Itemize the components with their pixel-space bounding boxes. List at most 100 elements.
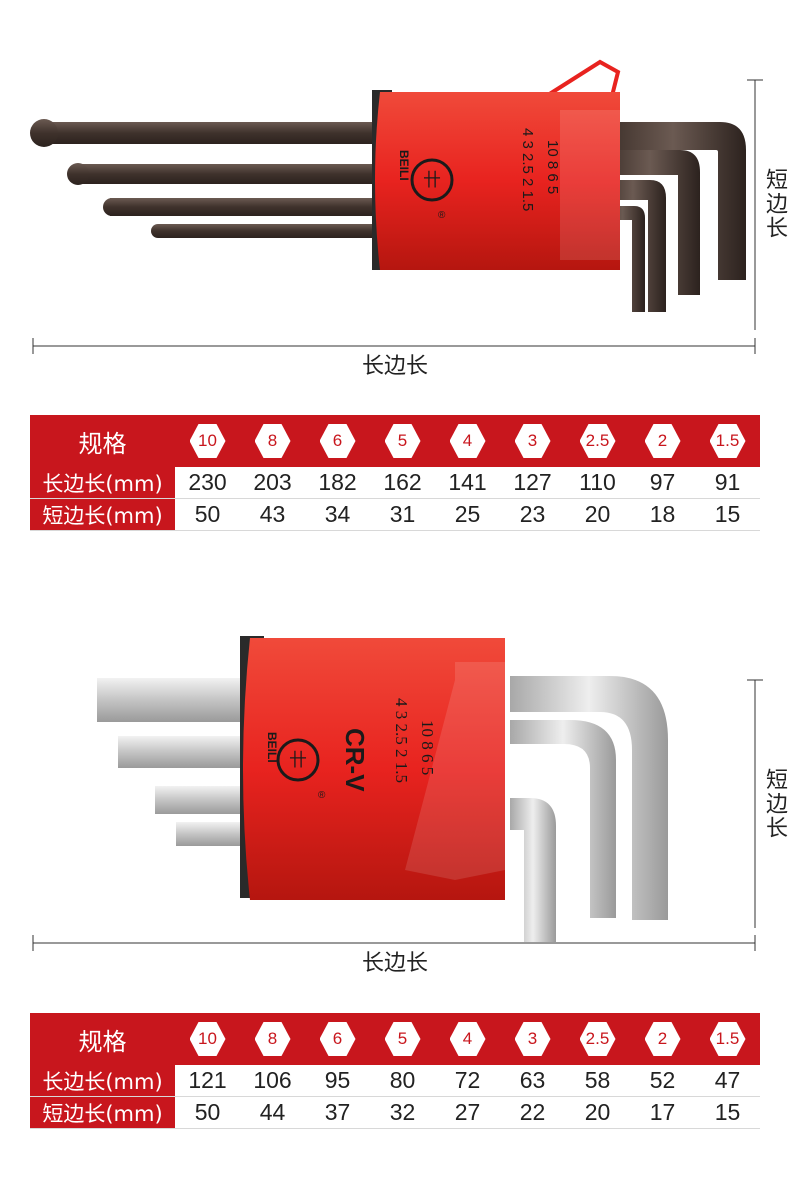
size-markings-front: 4 3 2.5 2 1.5 [519, 128, 536, 211]
table-cell: 15 [714, 1099, 741, 1125]
long-edge-label: 长边长 [362, 354, 429, 379]
registered-mark: ® [318, 790, 326, 801]
size-badge: 10 [175, 424, 240, 458]
table-cell: 27 [454, 1099, 481, 1125]
wrench-bar [118, 736, 258, 768]
size-badge: 6 [305, 424, 370, 458]
size-badge: 2 [630, 1022, 695, 1056]
ball-end-wrench-set-illustration: 卄 BEILI 4 3 2.5 2 1.5 10 8 6 5 ® 短边长 长边长 [0, 0, 790, 380]
size-badge-hex: 5 [384, 1022, 421, 1056]
holder-inset [560, 110, 620, 260]
row-label: 长边长(mm) [30, 1065, 175, 1096]
holder-inset [405, 662, 505, 880]
size-badge: 3 [500, 1022, 565, 1056]
size-badge-hex: 2.5 [579, 1022, 616, 1056]
spec-header-row: 规格 10 8 6 5 4 3 2.5 2 1.5 [30, 415, 760, 467]
ball-end [151, 224, 165, 238]
spec-header-label: 规格 [78, 1027, 127, 1056]
wrench-holder [243, 638, 505, 900]
wrench-bar [158, 224, 380, 238]
table-cell: 110 [579, 469, 616, 495]
table-row: 长边长(mm) 230 203 182 162 141 127 110 97 9… [30, 467, 760, 499]
table-cell: 106 [253, 1067, 292, 1093]
size-badge: 1.5 [695, 424, 760, 458]
size-badge: 2 [630, 424, 695, 458]
size-badge: 2.5 [565, 1022, 630, 1056]
material-mark: CR-V [340, 728, 370, 792]
wrench-bar [78, 164, 378, 184]
wrench-holder [375, 92, 620, 270]
size-markings-back: 10 8 6 5 [418, 720, 437, 775]
table-cell: 34 [324, 501, 351, 527]
table-cell: 121 [188, 1067, 227, 1093]
table-cell: 52 [649, 1067, 676, 1093]
ball-end [103, 198, 121, 216]
spec-table-hex: 规格 10 8 6 5 4 3 2.5 2 1.5 长边长(mm) 121 10… [30, 1013, 760, 1129]
brand-name: BEILI [397, 150, 411, 181]
table-cell: 22 [519, 1099, 546, 1125]
row-label: 短边长(mm) [30, 499, 175, 530]
table-cell: 32 [389, 1099, 416, 1125]
size-badge: 4 [435, 424, 500, 458]
wrench-short-leg [510, 720, 616, 918]
size-badge-hex: 5 [384, 424, 421, 458]
table-cell: 15 [714, 501, 741, 527]
brand-logo-icon [276, 738, 320, 782]
table-cell: 141 [448, 469, 487, 495]
wrench-short-leg [600, 206, 645, 312]
size-badge-hex: 4 [449, 1022, 486, 1056]
wrench-short-leg [600, 180, 666, 312]
size-badge: 6 [305, 1022, 370, 1056]
spec-header-row: 规格 10 8 6 5 4 3 2.5 2 1.5 [30, 1013, 760, 1065]
size-badge-hex: 3 [514, 1022, 551, 1056]
size-badge: 5 [370, 1022, 435, 1056]
hex-wrench-set-illustration: 卄 BEILI CR-V 4 3 2.5 2 1.5 10 8 6 5 ® 短边… [0, 600, 790, 980]
short-edge-label: 短边长 [762, 768, 787, 840]
hang-loop [546, 59, 621, 97]
table-cell: 31 [389, 501, 416, 527]
size-badge-hex: 2 [644, 1022, 681, 1056]
table-cell: 44 [259, 1099, 286, 1125]
table-cell: 97 [649, 469, 676, 495]
size-badge-hex: 1.5 [709, 1022, 746, 1056]
wrench-bar [110, 198, 380, 216]
table-cell: 230 [188, 469, 227, 495]
table-cell: 47 [714, 1067, 741, 1093]
registered-mark: ® [438, 210, 446, 221]
size-badge: 8 [240, 424, 305, 458]
table-cell: 63 [519, 1067, 546, 1093]
wrench-short-leg [510, 798, 556, 942]
size-badge: 8 [240, 1022, 305, 1056]
table-cell: 23 [519, 501, 546, 527]
table-cell: 50 [194, 501, 221, 527]
wrench-bar [40, 122, 380, 144]
table-cell: 25 [454, 501, 481, 527]
ball-end [67, 163, 89, 185]
size-badge: 2.5 [565, 424, 630, 458]
wrench-short-leg [510, 676, 668, 920]
spec-header-label: 规格 [78, 429, 127, 458]
size-badge-hex: 8 [254, 1022, 291, 1056]
size-badge-hex: 2.5 [579, 424, 616, 458]
wrench-bar [155, 786, 255, 814]
table-cell: 18 [649, 501, 676, 527]
size-badge-hex: 3 [514, 424, 551, 458]
table-row: 短边长(mm) 50 44 37 32 27 22 20 17 15 [30, 1097, 760, 1129]
wrench-bar [97, 678, 257, 722]
size-badge: 4 [435, 1022, 500, 1056]
table-cell: 72 [454, 1067, 481, 1093]
brand-logo-mark: 卄 [423, 170, 441, 191]
hex-wrench-drawing: 卄 BEILI CR-V 4 3 2.5 2 1.5 10 8 6 5 ® [32, 636, 763, 951]
table-cell: 80 [389, 1067, 416, 1093]
table-cell: 17 [649, 1099, 676, 1125]
table-cell: 91 [714, 469, 741, 495]
table-cell: 162 [383, 469, 422, 495]
size-badge-hex: 1.5 [709, 424, 746, 458]
size-badge: 1.5 [695, 1022, 760, 1056]
brand-logo-icon [410, 158, 454, 202]
brand-name: BEILI [265, 732, 279, 763]
brand-logo-mark: 卄 [289, 750, 307, 771]
size-badge-hex: 6 [319, 424, 356, 458]
size-markings-back: 10 8 6 5 [544, 140, 561, 194]
size-badge-hex: 8 [254, 424, 291, 458]
